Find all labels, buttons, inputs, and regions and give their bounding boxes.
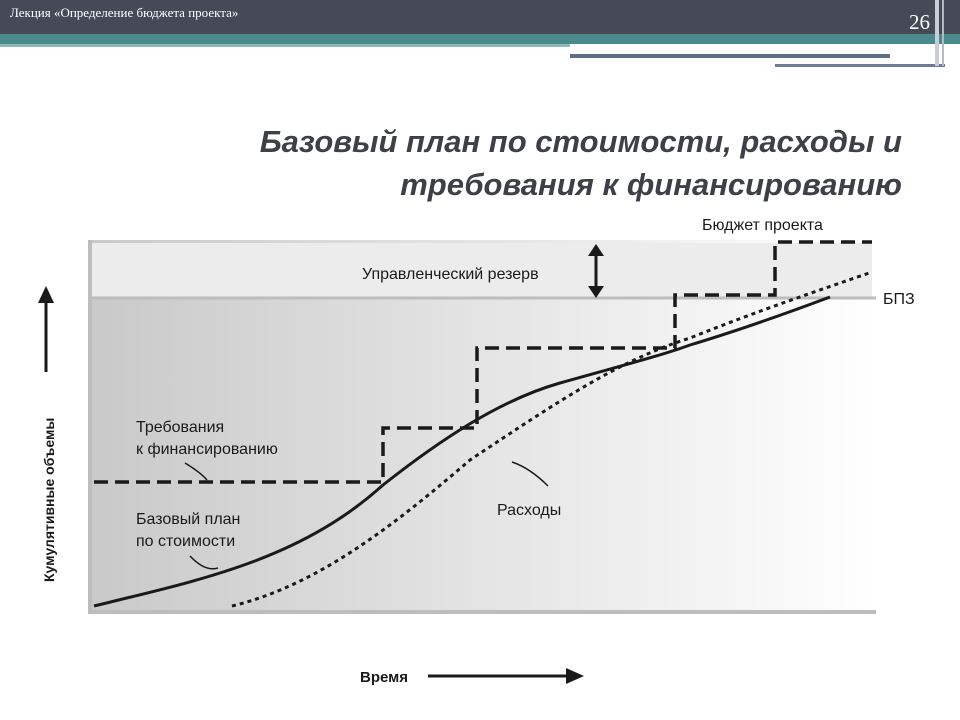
label-management-reserve: Управленческий резерв <box>362 266 539 283</box>
accent-line <box>570 54 890 58</box>
expenses-label-leader <box>511 461 549 487</box>
label-funding-req-line2: к финансированию <box>136 441 278 458</box>
label-baseline-line2: по стоимости <box>136 533 235 550</box>
vertical-accent-thin <box>942 0 944 66</box>
label-bpz: БПЗ <box>883 291 915 308</box>
plot-frame <box>88 240 876 614</box>
header-stripe <box>0 34 960 44</box>
header-stripe-thin <box>0 44 570 47</box>
reserve-arrow <box>588 244 604 298</box>
lecture-title: Лекция «Определение бюджета проекта» <box>10 5 239 20</box>
slide-title-line2: требования к финансированию <box>400 167 902 202</box>
x-axis: Время <box>360 668 584 686</box>
x-axis-arrowhead <box>566 668 584 684</box>
slide-title-line1: Базовый план по стоимости, расходы и <box>259 124 902 159</box>
x-axis-label: Время <box>360 669 408 686</box>
header-bar <box>0 0 960 34</box>
y-axis: Кумулятивные объемы <box>38 286 57 582</box>
label-funding-req-line1: Требования <box>136 419 224 436</box>
expenses-curve <box>231 270 873 608</box>
vertical-accent <box>935 0 939 66</box>
baseline-label-leader <box>189 555 219 570</box>
cost-baseline-curve <box>93 295 831 608</box>
y-axis-arrowhead <box>38 286 54 303</box>
label-baseline-line1: Базовый план <box>136 511 240 528</box>
plot-area <box>88 240 878 613</box>
y-axis-label: Кумулятивные объемы <box>41 418 57 582</box>
label-expenses: Расходы <box>497 502 561 519</box>
slide-title: Базовый план по стоимости, расходы и тре… <box>82 120 902 206</box>
funding-requirements-line <box>94 240 872 484</box>
label-project-budget: Бюджет проекта <box>702 217 823 234</box>
reserve-band <box>90 243 872 298</box>
slide-number: 26 <box>909 10 930 34</box>
funding-label-leader <box>184 462 208 481</box>
accent-line-secondary <box>775 64 945 67</box>
